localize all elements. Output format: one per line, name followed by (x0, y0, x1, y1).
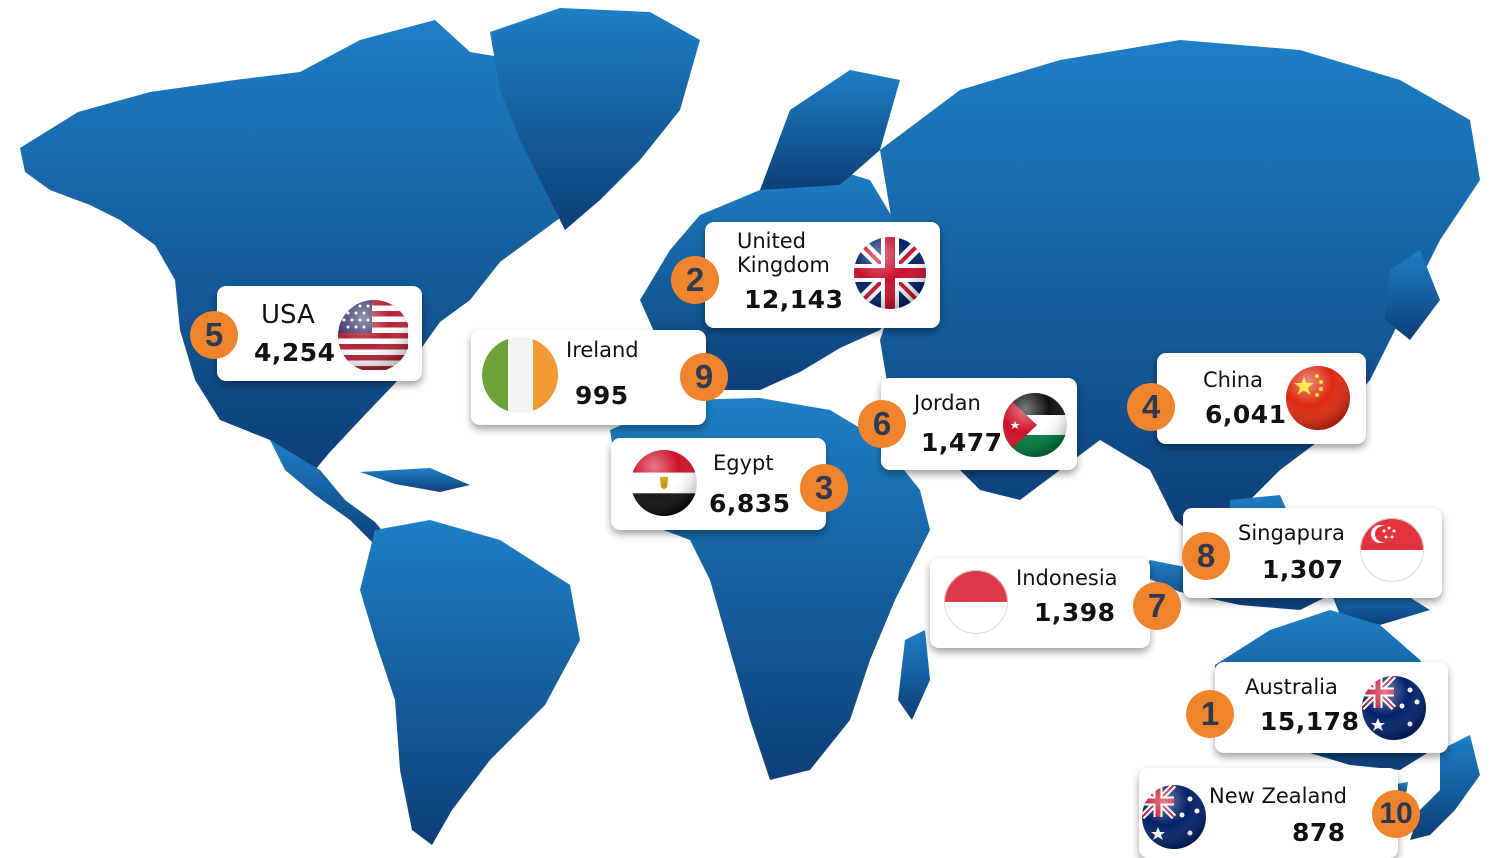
australia-flag-icon (1362, 676, 1426, 740)
country-name-usa: USA (261, 300, 315, 330)
rank-badge-7: 7 (1133, 582, 1181, 630)
country-name-china: China (1203, 368, 1263, 392)
country-value-china: 6,041 (1205, 400, 1287, 429)
jordan-flag-icon (1003, 393, 1067, 457)
country-name-new-zealand: New Zealand (1209, 784, 1347, 808)
country-name-egypt: Egypt (713, 451, 774, 475)
country-value-united-kingdom: 12,143 (744, 285, 844, 314)
new-zealand-flag-icon (1142, 785, 1206, 849)
country-name-jordan: Jordan (914, 391, 981, 415)
rank-badge-9: 9 (680, 353, 728, 401)
usa-flag-icon (338, 300, 408, 370)
country-name-singapura: Singapura (1238, 521, 1345, 545)
indonesia-flag-icon (944, 570, 1008, 634)
country-value-indonesia: 1,398 (1034, 598, 1116, 627)
country-name-ireland: Ireland (566, 338, 639, 362)
country-value-egypt: 6,835 (709, 489, 791, 518)
rank-badge-4: 4 (1127, 383, 1175, 431)
rank-badge-1: 1 (1186, 690, 1234, 738)
rank-badge-8: 8 (1182, 532, 1230, 580)
egypt-flag-icon (631, 450, 697, 516)
country-value-ireland: 995 (575, 381, 629, 410)
uk-flag-icon (854, 237, 926, 309)
rank-badge-3: 3 (800, 464, 848, 512)
rank-badge-10: 10 (1372, 790, 1420, 838)
china-flag-icon (1286, 366, 1350, 430)
singapore-flag-icon (1360, 518, 1424, 582)
country-name-united-kingdom: United Kingdom (737, 229, 830, 277)
country-name-australia: Australia (1245, 675, 1338, 699)
country-value-usa: 4,254 (254, 338, 336, 367)
rank-badge-5: 5 (190, 311, 238, 359)
caribbean-islands (360, 468, 470, 492)
japan-landmass (1385, 250, 1440, 340)
new-zealand-landmass (1410, 735, 1480, 840)
rank-badge-6: 6 (858, 400, 906, 448)
ireland-flag-icon (482, 337, 558, 413)
country-name-indonesia: Indonesia (1016, 566, 1118, 590)
central-america-landmass (270, 440, 390, 548)
scandinavia-landmass (760, 70, 900, 190)
country-value-australia: 15,178 (1260, 707, 1360, 736)
country-value-new-zealand: 878 (1292, 818, 1346, 847)
madagascar-landmass (898, 630, 930, 720)
south-america-landmass (360, 520, 580, 845)
greenland-landmass (490, 8, 700, 230)
north-america-landmass (20, 20, 640, 470)
country-value-singapura: 1,307 (1262, 555, 1344, 584)
country-value-jordan: 1,477 (921, 428, 1003, 457)
rank-badge-2: 2 (671, 256, 719, 304)
